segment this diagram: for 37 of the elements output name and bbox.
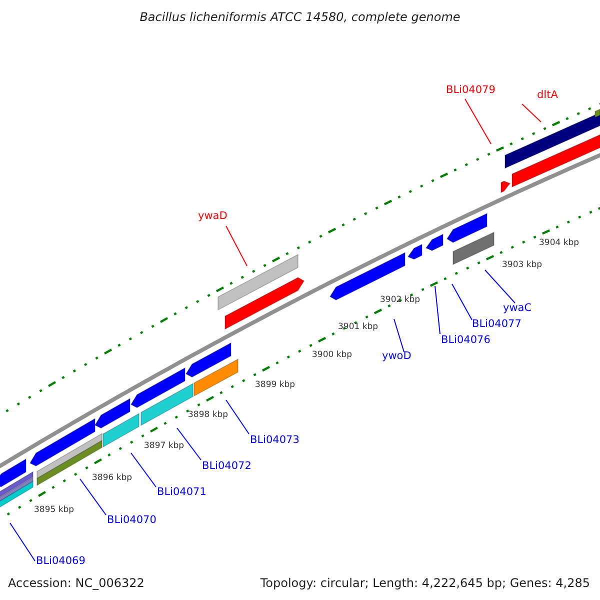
position-label: 3901 kbp	[338, 322, 378, 333]
leader-line	[80, 478, 106, 516]
position-label: 3899 kbp	[255, 380, 296, 391]
position-label: 3898 kbp	[188, 410, 228, 421]
leader-line	[176, 428, 202, 460]
gene-label: BLi04070	[107, 514, 156, 527]
position-label: 3900 kbp	[312, 350, 352, 361]
gene-label: BLi04076	[441, 334, 490, 347]
gene-label: ywaC	[503, 302, 532, 315]
title: Bacillus licheniformis ATCC 14580, complete genome	[138, 9, 462, 26]
gene-label: BLi04069	[36, 555, 86, 568]
leader-line	[434, 286, 440, 334]
position-label: 3902 kbp	[380, 295, 420, 306]
gene-label: BLi04071	[157, 486, 206, 499]
leader-line	[10, 522, 36, 562]
gene-label: ywaD	[198, 210, 228, 223]
position-label: 3903 kbp	[502, 260, 542, 271]
position-label: 3896 kbp	[92, 473, 132, 484]
gene-label: BLi04072	[202, 460, 252, 473]
leader-line	[226, 226, 248, 266]
leader-line	[452, 284, 472, 320]
position-label: 3895 kbp	[34, 505, 74, 516]
position-label: 3897 kbp	[144, 441, 184, 452]
gene-label: BLi04079	[446, 84, 496, 97]
position-label: 3904 kbp	[539, 238, 580, 249]
gene-label: BLi04073	[250, 434, 300, 447]
gene-label: ywoD	[382, 350, 412, 363]
leader-line	[522, 104, 542, 122]
accession-text: Accession: NC_006322	[8, 575, 144, 592]
leader-line	[464, 98, 492, 144]
leader-line	[394, 318, 404, 352]
gene-label: BLi04077	[472, 318, 522, 331]
leader-line	[484, 270, 516, 304]
leader-line	[226, 400, 250, 434]
leader-line	[130, 452, 156, 488]
gene-label: dltA	[537, 89, 558, 102]
topology-text: Topology: circular; Length: 4,222,645 bp; Genes: 4,285	[260, 575, 590, 592]
